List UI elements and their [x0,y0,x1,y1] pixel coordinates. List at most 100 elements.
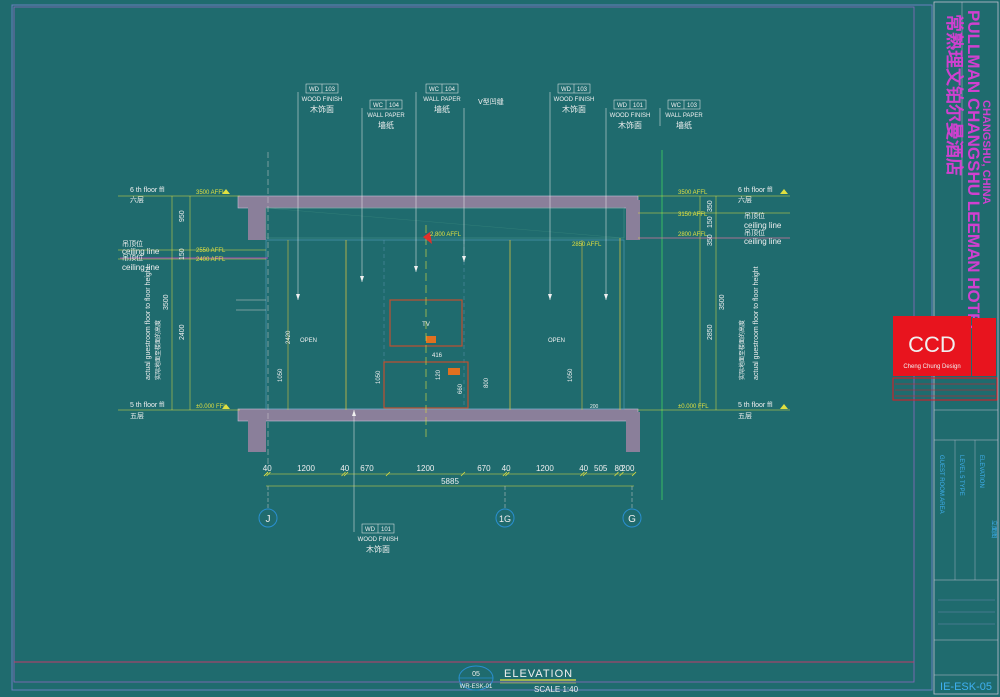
svg-text:V型凹缝: V型凹缝 [478,97,504,106]
right-ceiling-cn-1: 吊顶位 [744,211,765,220]
svg-text:WD: WD [365,527,376,533]
right-ceiling-value-1: 3150 AFFL [678,212,708,218]
dim-tick [341,471,346,477]
grid-label-g: G [628,514,636,525]
grid-label-j: J [266,514,271,525]
svg-text:WOOD FINISH: WOOD FINISH [302,97,343,103]
svg-text:墙纸: 墙纸 [378,120,394,130]
left-5th-floor-value: ±0.000 FFL [196,404,227,410]
left-dim-2400: 2400 [179,324,186,340]
svg-text:WOOD FINISH: WOOD FINISH [610,113,651,119]
svg-text:墙纸: 墙纸 [434,104,450,114]
grid-markers: J 1G G [258,486,642,528]
dim-segment-label: 200 [621,464,635,473]
right-5th-floor-cn: 五层 [738,412,752,420]
left-ceiling-en-2: ceiling line [122,263,160,272]
dim-1050-center: 1050 [376,370,382,384]
dim-tick [580,471,585,477]
left-dim-950: 950 [179,210,186,222]
svg-text:木饰面: 木饰面 [310,104,334,114]
center-ceiling-value: 2,800 AFFL [430,232,462,238]
right-height-label: actual guestroom floor to floor height [753,266,760,380]
svg-text:墙纸: 墙纸 [676,120,692,130]
callout-wd-101-b: WD 101 WOOD FINISH 木饰面 [352,410,398,554]
right-level-labels: 3500 AFFL 6 th floor ffl 六层 3150 AFFL 吊顶… [430,187,788,420]
dim-tick [631,471,637,477]
dim-2420: 2420 [286,330,292,344]
drawing-title-block: 05 WR-ESK-01 ELEVATION SCALE 1:40 [458,665,579,694]
open-right-label: OPEN [548,338,565,344]
svg-text:ELEVATION: ELEVATION [978,455,984,488]
dim-segment-label: 1200 [297,464,315,473]
svg-text:GUEST ROOM AREA: GUEST ROOM AREA [938,455,944,514]
total-width-dim: 5885 [441,477,459,486]
right-6th-floor-label: 6 th floor ffl [738,187,773,194]
right-5th-floor-value: ±0.000 FFL [678,404,709,410]
left-height-label: actual guestroom floor to floor height [145,266,152,380]
ref-number: 05 [472,671,480,678]
svg-text:WALL PAPER: WALL PAPER [665,113,703,119]
left-5th-floor-cn: 五层 [130,412,144,420]
callout-wd-101-a: WD 101 WOOD FINISH 木饰面 [604,99,651,300]
left-ceiling-value-2: 2400 AFFL [196,257,226,263]
callout-wc-103: WC 103 WALL PAPER 墙纸 [659,99,703,130]
right-ceiling-cn-2: 吊顶位 [744,228,765,237]
svg-text:木饰面: 木饰面 [366,544,390,554]
dim-segment-label: 1200 [536,464,554,473]
callout-wd-103-b: WD 103 WOOD FINISH 木饰面 [548,83,595,300]
svg-text:WALL PAPER: WALL PAPER [423,97,461,103]
dim-120: 120 [436,369,442,380]
open-left-label: OPEN [300,338,317,344]
dim-200: 200 [590,404,599,410]
dim-tick [266,471,271,477]
dim-segment-label: 80 [615,464,624,473]
dim-416: 416 [432,353,443,359]
dim-tick [582,471,588,477]
svg-text:WC: WC [373,103,384,109]
svg-text:101: 101 [633,103,644,109]
left-6th-floor-label: 6 th floor ffl [130,187,165,194]
dim-1050-left: 1050 [278,368,284,382]
left-dim-3500: 3500 [163,294,170,310]
svg-text:WC: WC [429,87,440,93]
svg-text:103: 103 [687,103,698,109]
dim-segment-label: 670 [360,464,374,473]
left-ceiling-cn-1: 吊顶位 [122,239,143,248]
grid-bubble-j [258,508,278,528]
right-5th-floor-label: 5 th floor ffl [738,402,773,409]
dim-segment-label: 1200 [417,464,435,473]
right-dim-350b: 350 [707,234,714,246]
dim-segment-label: 40 [502,464,511,473]
callout-wd-103-a: WD 103 WOOD FINISH 木饰面 [296,83,343,300]
dim-segment-label: 40 [579,464,588,473]
ccd-logo [893,316,971,376]
left-dim-150: 150 [179,248,186,260]
dim-tick [502,471,508,477]
right-height-label-cn: 实际地面至楼面的高度 [738,320,746,380]
svg-text:WOOD FINISH: WOOD FINISH [358,537,399,543]
project-title-en: PULLMAN CHANGSHU LEEMAN HOTEL [964,10,983,335]
grid-label-1g: 1G [499,514,511,524]
svg-text:WALL PAPER: WALL PAPER [367,113,405,119]
inner-ceiling-value: 2850 AFFL [572,242,602,248]
dim-660: 660 [458,383,464,394]
dim-tick [343,471,349,477]
svg-text:103: 103 [325,87,336,93]
svg-text:103: 103 [577,87,588,93]
right-ceiling-en-2: ceiling line [744,237,782,246]
right-dim-350a: 350 [707,200,714,212]
title-block: 常熟理文铂尔曼酒店 PULLMAN CHANGSHU LEEMAN HOTEL … [892,1,999,695]
dim-segment-label: 40 [263,464,272,473]
callout-wc-104-a: WC 104 WALL PAPER 墙纸 [360,99,405,282]
svg-text:101: 101 [381,527,392,533]
material-callouts: WD 103 WOOD FINISH 木饰面 WC 104 WALL PAPER… [296,83,703,554]
grid-bubble-g [622,508,642,528]
ref-sheet: WR-ESK-01 [460,684,493,690]
dim-tick [505,471,510,477]
right-dim-2850: 2850 [707,324,714,340]
svg-text:104: 104 [445,87,456,93]
svg-text:WOOD FINISH: WOOD FINISH [554,97,595,103]
dim-tick [385,471,391,477]
